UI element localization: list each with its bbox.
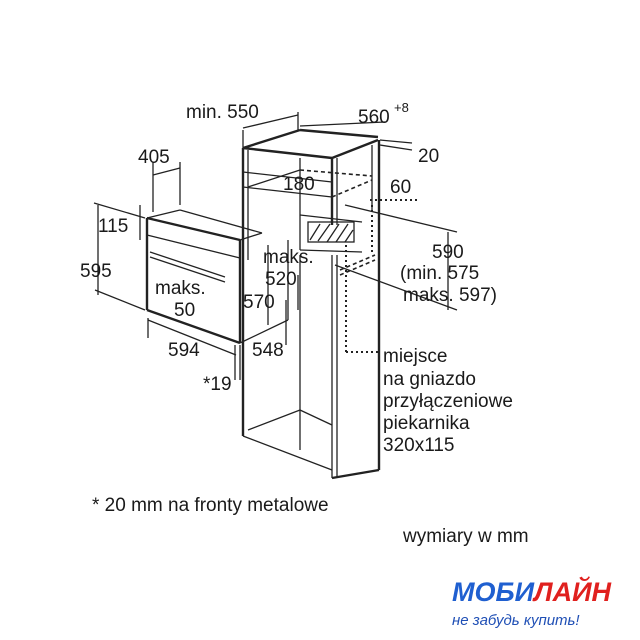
socket-note-line: miejsce bbox=[383, 346, 447, 367]
units-note: wymiary w mm bbox=[402, 526, 529, 547]
logo-brand-red: ЛАЙН bbox=[532, 575, 611, 607]
socket-note-line: piekarnika bbox=[383, 413, 470, 434]
footnote: * 20 mm na fronty metalowe bbox=[92, 495, 329, 516]
dim-20: 20 bbox=[418, 146, 439, 167]
oven bbox=[145, 209, 289, 345]
dim-star-19: *19 bbox=[203, 374, 232, 395]
dim-520: 520 bbox=[265, 269, 297, 290]
dim-60: 60 bbox=[390, 177, 411, 198]
dim-180: 180 bbox=[283, 174, 315, 195]
dim-maks-520-label: maks. bbox=[263, 247, 314, 268]
dim-min-550: min. 550 bbox=[186, 102, 259, 123]
dim-594: 594 bbox=[168, 340, 200, 361]
socket-note-line: 320x115 bbox=[383, 435, 455, 456]
dim-115: 115 bbox=[98, 216, 128, 237]
svg-text:МОБИЛАЙН: МОБИЛАЙН bbox=[452, 575, 611, 607]
logo-slogan: не забудь купить! bbox=[452, 612, 580, 629]
dim-590: 590 bbox=[432, 242, 464, 263]
dim-560: 560 bbox=[358, 107, 390, 128]
dim-50: 50 bbox=[174, 300, 195, 321]
dim-405: 405 bbox=[138, 147, 170, 168]
socket-note-line: przyłączeniowe bbox=[383, 391, 513, 412]
dim-570: 570 bbox=[243, 292, 275, 313]
dimension-lines bbox=[93, 112, 458, 380]
cabinet bbox=[241, 128, 420, 480]
socket-note-line: na gniazdo bbox=[383, 369, 476, 390]
dim-595: 595 bbox=[80, 261, 112, 282]
dim-maks-50-label: maks. bbox=[155, 278, 206, 299]
dim-min-575: (min. 575 bbox=[400, 263, 479, 284]
dim-maks-597: maks. 597) bbox=[403, 285, 497, 306]
mobilain-logo: МОБИЛАЙН не забудь купить! bbox=[452, 575, 611, 629]
dim-548: 548 bbox=[252, 340, 284, 361]
dim-560-tolerance: +8 bbox=[394, 100, 409, 115]
logo-brand-blue: МОБИ bbox=[452, 577, 535, 607]
